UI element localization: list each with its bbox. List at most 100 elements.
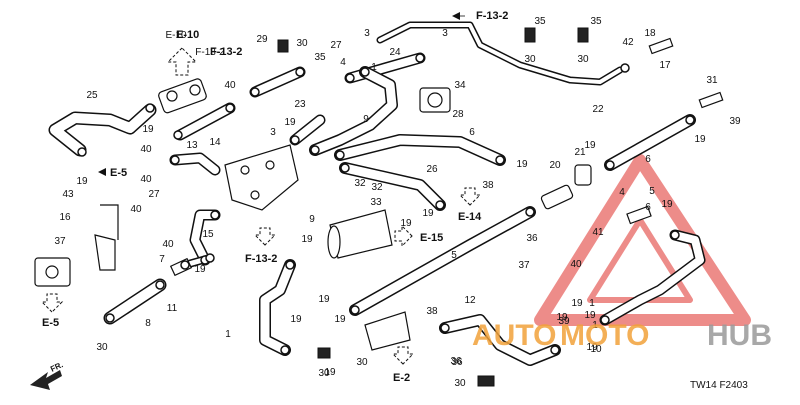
callout-label: 6	[645, 154, 651, 165]
hose-clamp	[170, 155, 180, 165]
callout-label: 19	[301, 234, 313, 245]
callout-label: 30	[524, 54, 536, 65]
callout-label: 19	[422, 208, 434, 219]
hose-clamp	[145, 103, 155, 113]
ref-arrow-e5-b: E-5	[40, 293, 64, 329]
callout-label: 27	[330, 40, 342, 51]
callout-label: 19	[324, 367, 336, 378]
callout-label: 19	[290, 314, 302, 325]
pump-34	[419, 87, 451, 113]
callout-label: 12	[464, 295, 476, 306]
callout-label: 4	[340, 57, 346, 68]
ref-label-f13-2-top: F-13-2	[476, 10, 508, 22]
bracket-e2	[364, 311, 411, 351]
callout-label: 21	[574, 147, 586, 158]
callout-label: 33	[370, 197, 382, 208]
callout-label: 19	[142, 124, 154, 135]
callout-label: 27	[148, 189, 160, 200]
callout-label: E-10	[165, 30, 187, 41]
callout-label: 5	[451, 250, 457, 261]
hose-clamp	[105, 313, 115, 323]
callout-label: 1	[371, 62, 377, 73]
hose-clamp	[605, 160, 615, 170]
callout-label: 35	[534, 16, 546, 27]
callout-label: 32	[354, 178, 366, 189]
watermark-text-hub: HUB	[707, 319, 772, 352]
callout-label: 40	[140, 144, 152, 155]
callout-label: 1	[225, 329, 231, 340]
callout-label: 19	[586, 342, 598, 353]
callout-label: 36	[450, 356, 462, 367]
callout-label: 19	[318, 294, 330, 305]
hose-clamp	[310, 145, 320, 155]
callout-label: 19	[584, 140, 596, 151]
hose-9	[599, 229, 706, 326]
callout-label: 9	[363, 114, 369, 125]
hose-clamps	[77, 53, 695, 355]
callout-label: 35	[590, 16, 602, 27]
callout-label: 6	[469, 127, 475, 138]
callout-label: 41	[592, 227, 604, 238]
valve-assembly-e10	[158, 78, 207, 114]
callout-label: 4	[619, 187, 625, 198]
front-direction-label: FR.	[49, 360, 64, 374]
callout-label: 31	[706, 75, 718, 86]
ref-label-f13-2-left: F-13-2	[210, 46, 242, 58]
clip-36	[317, 347, 331, 359]
pipe-31	[698, 91, 724, 109]
callout-label: 5	[649, 186, 655, 197]
callout-label: 29	[256, 34, 268, 45]
callout-label: 19	[694, 134, 706, 145]
callout-label: 24	[389, 47, 401, 58]
ref-label-e15: E-15	[420, 232, 443, 244]
clip-35-a	[524, 27, 536, 43]
hose-clamp	[600, 315, 610, 325]
callout-label: 19	[571, 298, 583, 309]
callout-label: 22	[592, 104, 604, 115]
hose-clamp	[225, 103, 235, 113]
callout-label: 19	[516, 159, 528, 170]
callout-label: 28	[452, 109, 464, 120]
ref-label-e10: E-10	[176, 29, 199, 41]
callout-label: 19	[556, 312, 568, 323]
valve-21	[574, 164, 592, 186]
hose-clamp	[210, 210, 220, 220]
callout-label: 20	[549, 160, 561, 171]
callout-label: 3	[364, 28, 370, 39]
hose-25	[48, 103, 157, 157]
callout-label: 10	[590, 344, 602, 355]
ref-arrow-f13-2-left: F-13-2	[210, 46, 242, 58]
callout-label: 40	[570, 259, 582, 270]
hose-12	[259, 259, 296, 356]
ref-label-e5-b: E-5	[42, 317, 59, 329]
clamp-assembly-e5	[34, 257, 71, 287]
callout-label: 26	[426, 164, 438, 175]
callout-label: 40	[130, 204, 142, 215]
watermark-text-moto: MOTO	[560, 319, 649, 352]
hose-clamp	[345, 73, 355, 83]
watermark-text: AUTO MOTO HUB	[472, 319, 772, 352]
hose-clamp	[435, 200, 445, 210]
bracket-plate	[224, 144, 299, 211]
diagram-code: TW14 F2403	[690, 380, 748, 391]
clip-35-b	[577, 27, 589, 43]
hose-22	[376, 21, 624, 86]
callout-label: 6	[645, 202, 651, 213]
hose-14	[174, 102, 236, 141]
callout-label: 30	[577, 54, 589, 65]
hose-clamp	[340, 163, 350, 173]
bracket-37-16	[94, 204, 119, 271]
callout-label: 39	[729, 116, 741, 127]
ref-arrow-f13-2-top: F-13-2	[452, 10, 508, 22]
hose-clamp	[670, 230, 680, 240]
ref-label-e5-a: E-5	[110, 167, 127, 179]
hose-6-upper	[334, 134, 506, 166]
ref-arrow-e2: E-2	[391, 346, 415, 384]
canister-19	[327, 209, 393, 259]
callout-label: 13	[186, 140, 198, 151]
hose-19-top	[289, 114, 326, 146]
hose-clamp	[350, 305, 360, 315]
callout-label: 1	[589, 298, 595, 309]
hose-15	[189, 209, 221, 266]
